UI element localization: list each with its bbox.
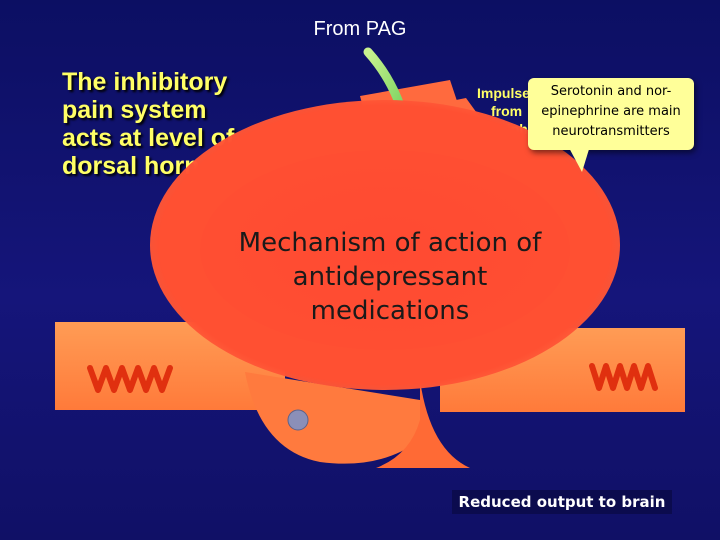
title-line-4: dorsal horn [62, 152, 200, 180]
wave-right-icon [589, 363, 658, 391]
callout-line-3: neurotransmitters [552, 124, 670, 139]
neuron-lobe-right [376, 380, 470, 468]
callout-text: Serotonin and nor- epinephrine are main … [534, 82, 688, 142]
from-pag-label: From PAG [313, 18, 407, 40]
slide-title: The inhibitory pain system acts at level… [62, 68, 292, 180]
wave-left-icon [87, 365, 173, 393]
mechanism-heading: Mechanism of action of antidepressant me… [180, 226, 600, 328]
mechanism-line-2: antidepressant [292, 262, 488, 292]
title-line-3: acts at level of [62, 124, 235, 152]
title-line-1: The inhibitory [62, 68, 228, 96]
red-glow-core [200, 150, 570, 350]
neuron-lobe-left [245, 372, 420, 464]
mechanism-line-3: medications [310, 296, 470, 326]
callout-tail [568, 146, 590, 172]
impulse-line-1: Impulse [477, 85, 530, 101]
neurotransmitter-callout [528, 78, 694, 150]
callout-line-1: Serotonin and nor- [550, 84, 672, 99]
mechanism-line-1: Mechanism of action of [238, 228, 542, 258]
synapse-bulb [287, 409, 309, 431]
callout-line-2: epinephrine are main [541, 104, 681, 119]
title-line-2: pain system [62, 96, 207, 124]
reduced-output-label: Reduced output to brain [452, 490, 672, 514]
impulse-line-2: from [491, 103, 523, 119]
